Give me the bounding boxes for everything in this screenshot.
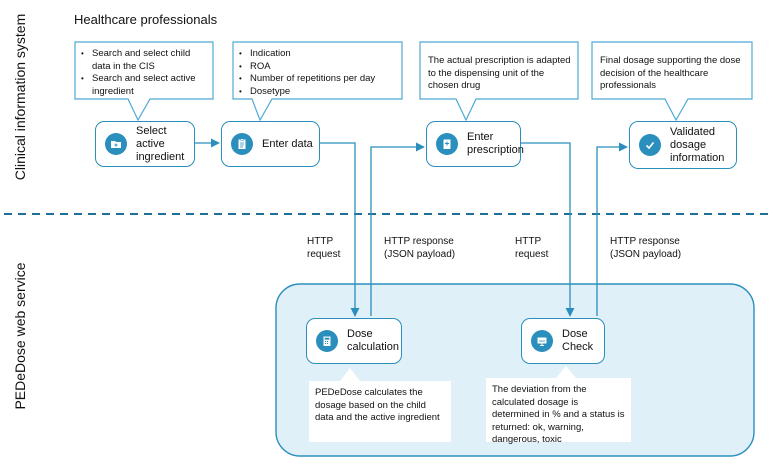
lane-label-clinical: Clinical information system [12, 13, 28, 181]
node-validated-dosage: Validated dosage information [629, 121, 737, 169]
node-label: Dose Check [562, 328, 594, 353]
callout-3-text: The actual prescription is adapted to th… [428, 55, 571, 91]
calculator-icon [316, 330, 338, 352]
callout-3: The actual prescription is adapted to th… [428, 55, 574, 93]
arrow-prescription-to-check [521, 142, 575, 317]
callout-2-item: Indication [239, 48, 400, 61]
node-dose-check: Dose Check [521, 318, 605, 364]
callout-shape-3 [419, 41, 579, 122]
node-enter-prescription: Enter prescription [426, 121, 524, 167]
callout-1-item: Search and select active ingredient [81, 73, 210, 98]
callout-1: Search and select child data in the CIS … [78, 48, 210, 98]
node-dose-calculation: Dose calculation [306, 318, 402, 364]
http-response-label-1: HTTP response (JSON payload) [384, 236, 456, 260]
monitor-icon [531, 330, 553, 352]
arrow-check-to-validated [596, 142, 628, 316]
node-enter-data: Enter data [221, 121, 320, 167]
node-label: Select active ingredient [136, 124, 185, 163]
lane-label-pededose: PEDeDose web service [12, 262, 28, 410]
callout-2-item: Number of repetitions per day [239, 73, 400, 86]
prescription-icon [436, 133, 458, 155]
clipboard-icon [231, 133, 253, 155]
note-dose-calculation: PEDeDose calculates the dosage based on … [309, 381, 451, 442]
lane-heading: Healthcare professionals [74, 12, 218, 27]
node-select-active-ingredient: Select active ingredient [95, 121, 195, 167]
node-label: Validated dosage information [670, 125, 725, 164]
callout-2: Indication ROA Number of repetitions per… [236, 48, 400, 98]
node-label: Enter prescription [467, 131, 524, 156]
callout-2-item: ROA [239, 61, 400, 74]
http-request-label-1: HTTP request [307, 236, 341, 260]
http-response-label-2: HTTP response (JSON payload) [610, 236, 682, 260]
node-label: Dose calculation [347, 328, 399, 353]
http-request-label-2: HTTP request [515, 236, 549, 260]
callout-4: Final dosage supporting the dose decisio… [600, 55, 748, 93]
node-label: Enter data [262, 137, 313, 150]
folder-icon [105, 133, 127, 155]
callout-shape-4 [591, 41, 753, 122]
arrow-calc-to-prescription [370, 142, 425, 316]
arrow-enter-to-calc [320, 142, 360, 317]
callout-2-item: Dosetype [239, 86, 400, 99]
checkmark-icon [639, 134, 661, 156]
note-dose-check: The deviation from the calculated dosage… [486, 378, 631, 445]
callout-4-text: Final dosage supporting the dose decisio… [600, 55, 741, 91]
callout-1-item: Search and select child data in the CIS [81, 48, 210, 73]
